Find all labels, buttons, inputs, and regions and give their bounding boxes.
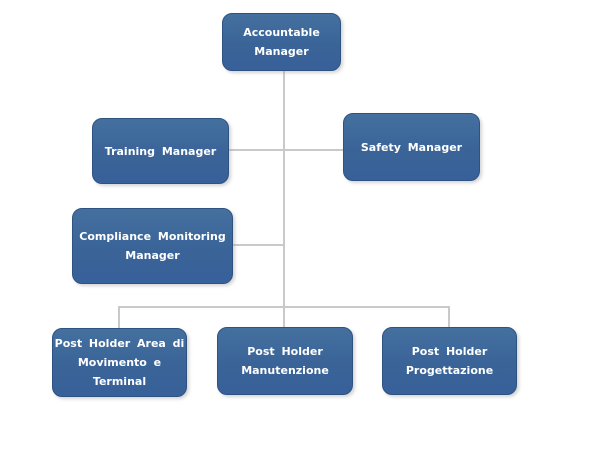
org-node-label-line: Terminal xyxy=(92,375,147,388)
org-node-label-line: Manager xyxy=(254,45,309,58)
org-node-label-line: Compliance Monitoring xyxy=(79,230,226,243)
org-node-label-line: Training Manager xyxy=(104,144,217,158)
org-node-post-holder-area-di-movimento-e-terminal: Post Holder Area di Movimento e Terminal xyxy=(52,328,187,397)
org-node-label-line: Manutenzione xyxy=(241,364,329,377)
org-node-label-line: Movimento e xyxy=(77,356,162,369)
org-node-label-line: Post Holder Area di xyxy=(54,337,185,350)
org-node-post-holder-progettazione: Post Holder Progettazione xyxy=(382,327,517,395)
connector-left-stub-vertical xyxy=(118,306,120,328)
connector-bottom-horizontal xyxy=(118,306,450,308)
org-node-label-line: Manager xyxy=(125,249,180,262)
org-node-post-holder-manutenzione: Post Holder Manutenzione xyxy=(217,327,353,395)
org-node-label-line: Post Holder xyxy=(411,345,488,358)
connector-training-safety-horizontal xyxy=(229,149,343,151)
org-node-label-line: Progettazione xyxy=(405,364,494,377)
org-node-label-line: Accountable xyxy=(243,26,320,39)
org-node-safety-manager: Safety Manager xyxy=(343,113,480,181)
org-node-label-line: Safety Manager xyxy=(360,140,463,154)
connector-right-stub-vertical xyxy=(448,306,450,327)
org-node-training-manager: Training Manager xyxy=(92,118,229,184)
org-node-compliance-monitoring-manager: Compliance Monitoring Manager xyxy=(72,208,233,284)
connector-compliance-horizontal xyxy=(233,244,284,246)
connector-main-vertical xyxy=(283,71,285,327)
org-node-accountable-manager: Accountable Manager xyxy=(222,13,341,71)
org-node-label-line: Post Holder xyxy=(247,345,323,358)
